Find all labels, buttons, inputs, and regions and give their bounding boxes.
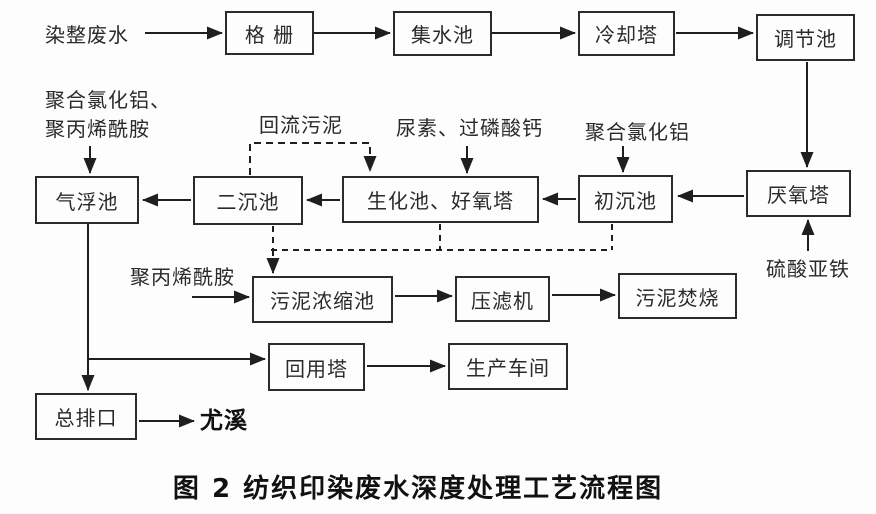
node-production-workshop: 生产车间 — [448, 343, 568, 390]
label-pac-pam-line2: 聚丙烯酰胺 — [45, 117, 150, 141]
node-biochemical-tank-aerobic-tower: 生化池、好氧塔 — [342, 176, 539, 223]
node-air-flotation-tank: 气浮池 — [35, 176, 139, 224]
node-sludge-incineration: 污泥焚烧 — [618, 273, 737, 319]
label-pac-pam-line1: 聚合氯化铝、 — [45, 88, 171, 112]
label-influent: 染整废水 — [45, 23, 129, 47]
node-cooling-tower: 冷却塔 — [578, 11, 675, 56]
node-main-outfall: 总排口 — [35, 393, 137, 440]
dashed-return-sludge-line — [249, 142, 377, 175]
label-ferrous-sulfate: 硫酸亚铁 — [766, 257, 850, 281]
node-grid-screen: 格 栅 — [225, 11, 314, 55]
node-secondary-sedimentation-tank: 二沉池 — [193, 176, 303, 225]
label-pac: 聚合氯化铝 — [585, 120, 690, 144]
label-urea-superphosphate: 尿素、过磷酸钙 — [396, 116, 543, 140]
node-collecting-tank: 集水池 — [393, 11, 492, 56]
node-anaerobic-tower: 厌氧塔 — [746, 170, 851, 217]
figure-caption: 图 2 纺织印染废水深度处理工艺流程图 — [172, 474, 664, 504]
label-pam: 聚丙烯酰胺 — [130, 265, 235, 289]
node-reuse-tower: 回用塔 — [268, 343, 365, 391]
node-filter-press: 压滤机 — [455, 276, 550, 322]
label-youxi-river: 尤溪 — [200, 408, 248, 434]
node-sludge-thickening-tank: 污泥浓缩池 — [252, 276, 393, 323]
label-return-sludge: 回流污泥 — [259, 113, 343, 137]
node-primary-sedimentation-tank: 初沉池 — [578, 175, 673, 223]
node-regulating-tank: 调节池 — [756, 14, 855, 61]
